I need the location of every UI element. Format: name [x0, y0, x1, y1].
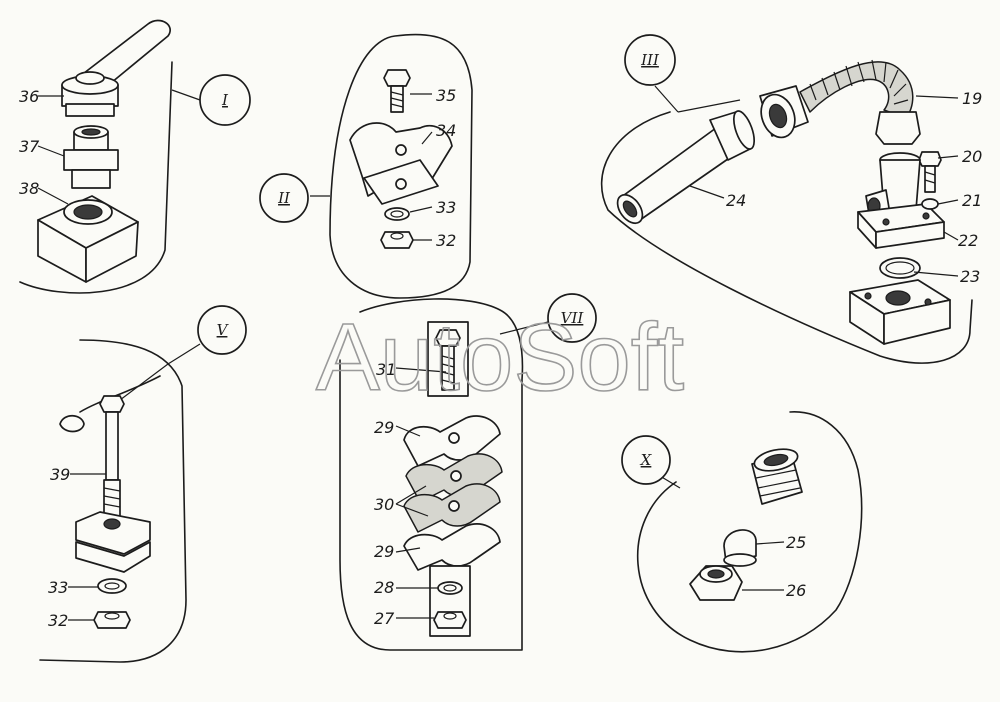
callout-26: 26 — [786, 581, 806, 600]
view-x-boundary — [636, 411, 863, 653]
view-v-label: V — [217, 321, 230, 339]
part-27-nut — [433, 611, 467, 629]
callout-38: 38 — [19, 179, 39, 198]
part-37-nipple — [63, 125, 119, 189]
view-iii-circle — [624, 34, 676, 86]
view-v-boundary — [39, 339, 187, 663]
view-i-circle — [199, 74, 251, 126]
callout-25: 25 — [786, 533, 806, 552]
callout-20: 20 — [962, 147, 982, 166]
part-32-nut-top — [380, 231, 414, 249]
part-bushing — [751, 448, 803, 505]
part-38-base-block — [37, 195, 139, 283]
callout-28: 28 — [374, 578, 394, 597]
callout-33-bottom: 33 — [48, 578, 68, 597]
callout-37: 37 — [19, 137, 40, 156]
callout-35: 35 — [436, 86, 456, 105]
part-22-tee-fitting — [857, 152, 945, 249]
part-30-rubber-pads — [403, 453, 503, 533]
callout-33-top: 33 — [436, 198, 456, 217]
part-block-v — [75, 511, 151, 573]
view-ii-boundary — [329, 33, 473, 299]
part-36-valve-handle — [61, 19, 171, 117]
view-i-label: I — [221, 91, 229, 109]
view-x-circle — [621, 435, 671, 485]
part-33-washer-top — [384, 207, 410, 221]
view-x-label: X — [640, 451, 653, 469]
callout-34: 34 — [436, 121, 456, 140]
callout-19: 19 — [962, 89, 982, 108]
view-vii-label: VII — [561, 309, 585, 327]
view-i-boundary — [19, 61, 173, 294]
view-vii-group: VII — [339, 293, 597, 651]
view-iii-group: III — [600, 34, 982, 364]
part-39-stud-with-cotter — [59, 375, 161, 517]
part-35-bolt — [383, 69, 411, 113]
callout-36: 36 — [19, 87, 39, 106]
part-19-hose — [759, 59, 921, 145]
callout-32-top: 32 — [436, 231, 456, 250]
view-x-group: X 25 26 — [621, 411, 863, 653]
callout-22: 22 — [958, 231, 978, 250]
part-25-cap — [723, 529, 757, 567]
callout-21: 21 — [962, 191, 982, 210]
part-31-bolt — [435, 329, 461, 391]
view-i-group: I 36 37 38 — [19, 19, 251, 294]
part-20-bolt — [918, 151, 942, 193]
part-32-nut-bottom — [93, 611, 131, 629]
callout-32-bottom: 32 — [48, 611, 68, 630]
callout-23: 23 — [960, 267, 980, 286]
callout-29-bottom: 29 — [374, 542, 394, 561]
callout-30: 30 — [374, 495, 394, 514]
view-iii-label: III — [640, 51, 660, 69]
callout-39: 39 — [50, 465, 70, 484]
view-v-group: V 39 33 32 — [39, 305, 247, 663]
view-ii-label: II — [277, 189, 291, 207]
view-vii-circle — [547, 293, 597, 343]
callout-31: 31 — [376, 360, 396, 379]
base-plate — [849, 279, 951, 345]
view-iii-boundary — [600, 111, 973, 364]
view-vii-boundary — [339, 298, 524, 651]
view-ii-circle — [259, 173, 309, 223]
part-24-tube — [616, 110, 756, 225]
view-ii-group: II 35 34 33 32 — [259, 33, 473, 299]
part-23-gasket — [879, 257, 921, 279]
view-v-circle — [197, 305, 247, 355]
callout-27: 27 — [374, 609, 395, 628]
part-34-clamp — [349, 122, 453, 205]
part-28-washer — [437, 581, 463, 595]
watermark-text: AutoSoft — [316, 304, 684, 411]
callout-24: 24 — [726, 191, 746, 210]
part-26-nut — [689, 565, 743, 601]
part-33-washer-bottom — [97, 578, 127, 594]
part-21-washer — [921, 198, 939, 210]
callout-29-top: 29 — [374, 418, 394, 437]
